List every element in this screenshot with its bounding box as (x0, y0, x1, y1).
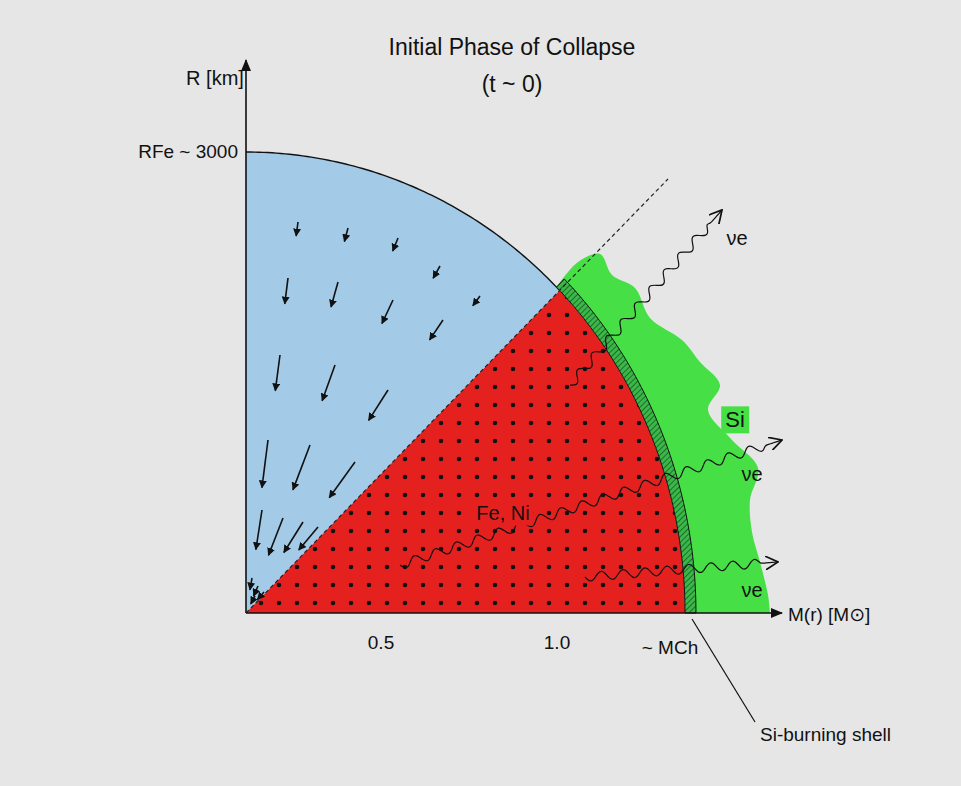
infall-arrow (393, 238, 398, 251)
neutrino-label: νe (726, 227, 747, 250)
infall-arrow (299, 527, 318, 550)
region-label: Fe, Ni (472, 501, 533, 526)
callout-label: Si-burning shell (760, 724, 891, 746)
infall-arrow (268, 518, 283, 555)
infall-arrow (275, 355, 280, 391)
burning-shell (556, 279, 695, 613)
infall-arrow (433, 266, 440, 278)
infall-arrow (331, 282, 338, 307)
region-label: Si (721, 406, 749, 433)
axis-title: R [km] (186, 67, 244, 90)
core-boundary (246, 152, 560, 290)
axis-value: RFe ~ 3000 (138, 141, 238, 163)
neutrino-label: νe (741, 579, 762, 602)
silicon-shell-region: Si (552, 245, 782, 615)
neutrino-label: νe (741, 463, 762, 486)
infall-arrow (257, 592, 264, 600)
infall-arrow (322, 365, 335, 401)
infall-arrow (254, 586, 258, 596)
leader-line (692, 619, 755, 722)
infall-arrow (329, 462, 355, 498)
infall-arrow (251, 596, 255, 604)
neutrino-path (400, 440, 782, 568)
axis-title: M(r) [M⊙] (788, 604, 870, 626)
infall-arrow (293, 445, 310, 490)
burning-shell-hatch (556, 279, 695, 613)
tick-label: 1.0 (544, 632, 570, 654)
infall-arrow (344, 228, 348, 242)
neutrino-path (585, 559, 778, 581)
tick-label: 0.5 (368, 632, 394, 654)
radius-axis (245, 60, 247, 613)
mass-axis (246, 612, 782, 614)
infall-arrow (285, 278, 288, 304)
silicon-layer (556, 254, 770, 613)
neutrino-path (570, 210, 722, 385)
infall-arrow (473, 296, 480, 306)
tick-label: ~ MCh (642, 637, 699, 659)
infall-arrow (250, 578, 252, 590)
infall-arrow (256, 510, 262, 550)
dashed-divider (246, 179, 668, 613)
infall-arrow (382, 300, 393, 324)
infall-arrow (430, 320, 443, 340)
infall-arrow (369, 390, 388, 420)
infall-arrow (262, 440, 268, 488)
diagram-title: Initial Phase of Collapse (t ~ 0) (383, 29, 641, 103)
infall-arrow (296, 222, 298, 236)
